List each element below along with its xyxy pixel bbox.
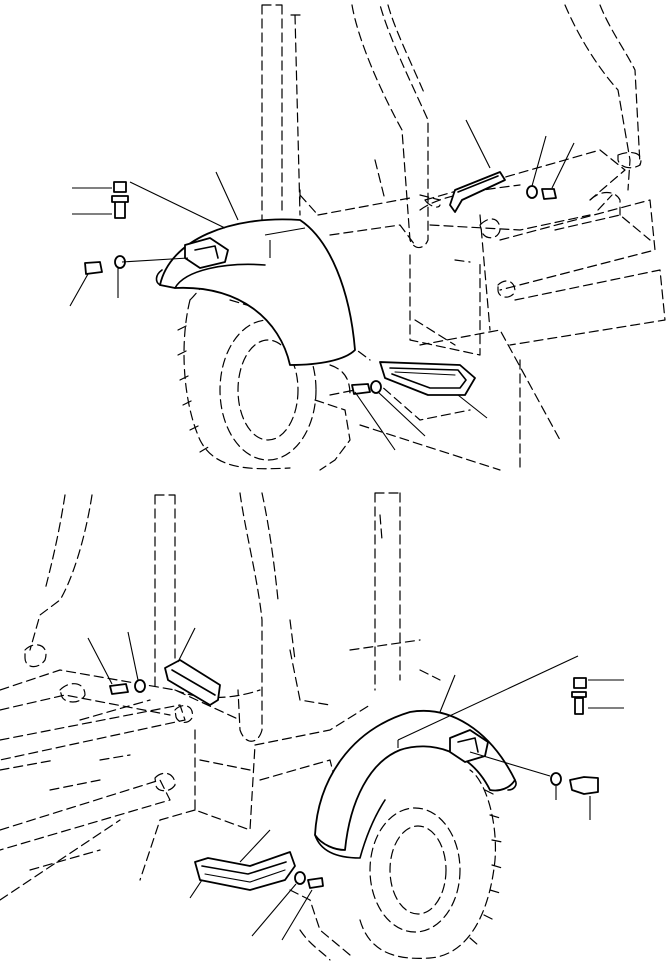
- callout-lines-bottom: [87, 627, 624, 941]
- left-side-view: [69, 4, 666, 471]
- upper-washer-bolt: [526, 185, 557, 200]
- lower-step-plate: [379, 361, 476, 396]
- rear-fender-right: [314, 710, 517, 859]
- lower-step-washer-bolt: [351, 380, 382, 395]
- cab-frame-phantom-bottom: [0, 492, 441, 901]
- fender-hardware-right: [550, 677, 599, 795]
- callout-lines-top: [69, 119, 575, 451]
- rear-fender: [155, 218, 356, 366]
- upper-washer-bolt-bottom: [109, 679, 146, 695]
- lower-step-washer-bolt-bottom: [294, 871, 324, 889]
- upper-bracket-plate-bottom: [164, 659, 221, 706]
- upper-bracket-plate: [449, 171, 506, 213]
- rear-tire-phantom-bottom: [289, 769, 503, 961]
- right-side-view: [0, 492, 624, 961]
- fender-hardware-left: [84, 181, 129, 275]
- lower-step-plate-bottom: [194, 851, 296, 891]
